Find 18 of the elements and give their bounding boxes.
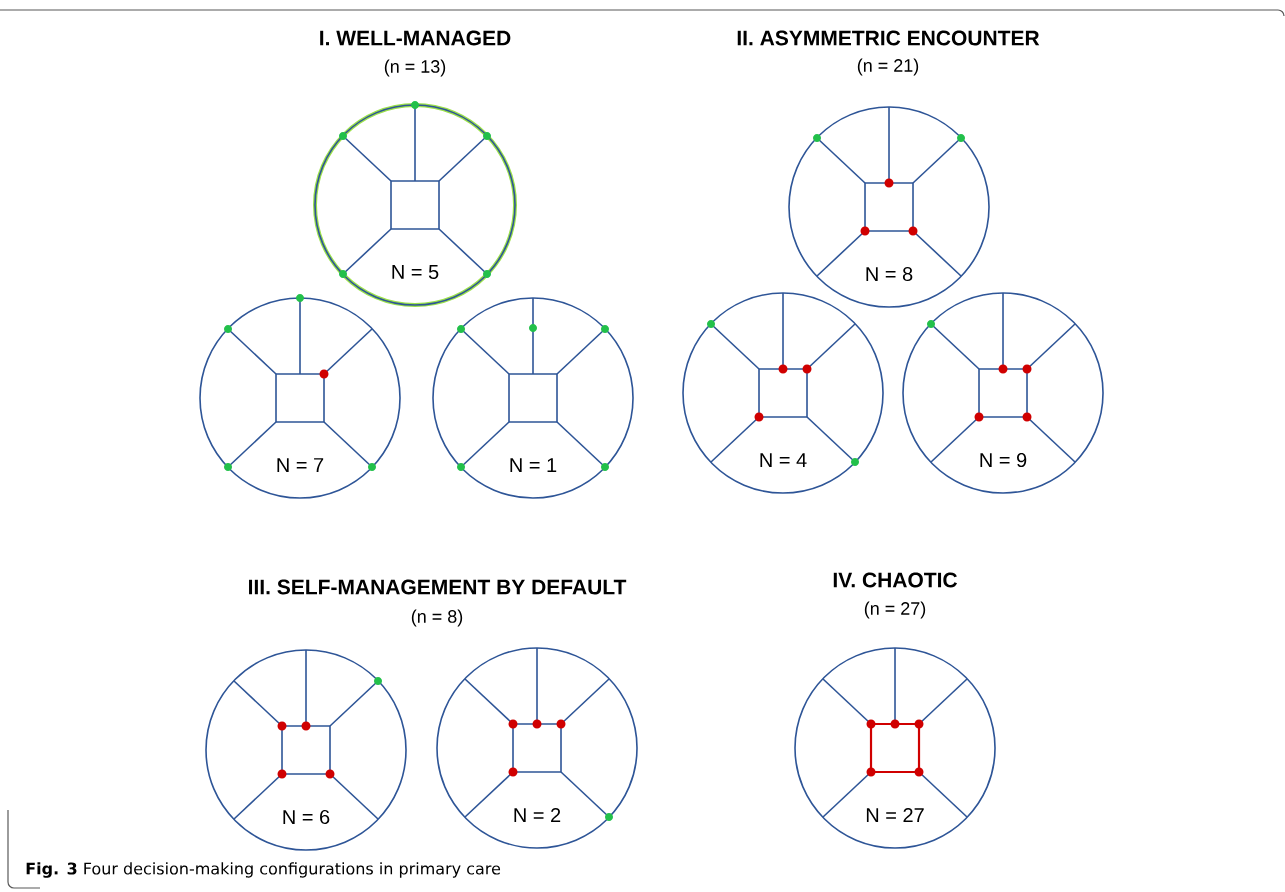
circle-diagram: N = 1 xyxy=(432,297,634,499)
sample-count: (n = 13) xyxy=(384,59,446,77)
circle-diagram: N = 2 xyxy=(436,647,638,849)
sample-count: (n = 27) xyxy=(864,601,926,619)
circle-diagram: N = 7 xyxy=(199,294,401,499)
circle-diagram: N = 27 xyxy=(794,647,996,849)
sample-count: (n = 21) xyxy=(857,58,919,76)
circle-diagram: N = 9 xyxy=(902,292,1104,494)
sample-count: (n = 8) xyxy=(411,609,463,627)
circle-diagram: N = 6 xyxy=(205,649,407,851)
circle-diagram: N = 4 xyxy=(682,292,884,494)
group-heading: IV. CHAOTIC xyxy=(833,572,958,588)
circle-diagram: N = 5 xyxy=(313,101,517,307)
group-heading: III. SELF-MANAGEMENT BY DEFAULT xyxy=(249,579,627,595)
figure-caption: Fig. 3 Four decision-making configurations in primary care xyxy=(26,862,501,878)
group-heading: II. ASYMMETRIC ENCOUNTER xyxy=(737,30,1040,46)
group-heading: I. WELL-MANAGED xyxy=(320,30,511,46)
circle-diagram: N = 8 xyxy=(788,106,990,308)
